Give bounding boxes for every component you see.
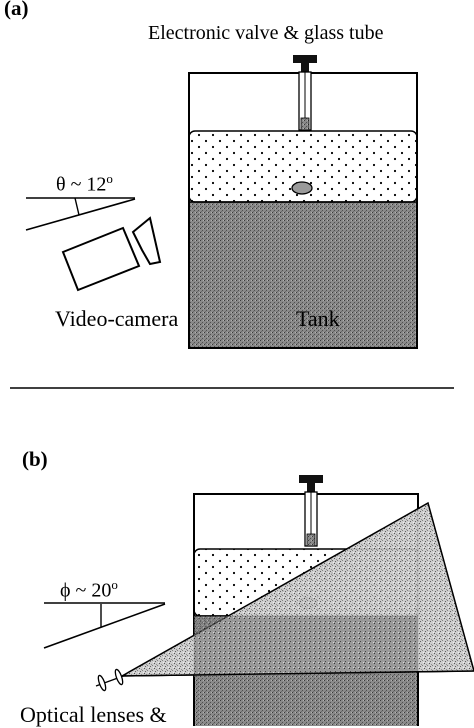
- angle-incline-b: [43, 603, 166, 649]
- tank-a: [188, 72, 418, 349]
- phi-symbol: ϕ: [60, 579, 71, 602]
- camera-label: Video-camera: [55, 306, 179, 331]
- angle-value-b: ~ 20: [70, 579, 112, 602]
- panel-a-label: (a): [4, 0, 29, 20]
- camera-lens: [131, 216, 162, 266]
- drop: [291, 181, 313, 195]
- theta-symbol: θ: [56, 173, 66, 196]
- valve-stem-b: [307, 482, 315, 492]
- light-sheet: [121, 501, 474, 677]
- tube-tip: [300, 117, 310, 131]
- tube-tip-b: [306, 533, 316, 547]
- valve-b: [299, 475, 323, 547]
- angle-value-a: ~ 12: [65, 173, 107, 196]
- valve-a: [293, 55, 317, 131]
- optical-lens-icon: [95, 668, 127, 692]
- panel-b-label: (b): [22, 447, 48, 471]
- optics-label: Optical lenses &: [20, 702, 167, 727]
- light-cone-in-liquid: [194, 616, 418, 677]
- valve-cap-b: [299, 475, 323, 483]
- degree-mark-b: o: [111, 577, 118, 592]
- lens-2: [114, 668, 124, 686]
- angle-incline: [25, 198, 136, 231]
- panel-b: [43, 475, 474, 726]
- panel-a: [25, 55, 418, 349]
- degree-mark-a: o: [106, 171, 113, 186]
- tank-label: Tank: [296, 306, 340, 331]
- angle-indicator-a: [25, 197, 136, 231]
- angle-label-a: θ ~ 12o: [56, 171, 113, 197]
- angle-label-b: ϕ ~ 20o: [60, 577, 118, 603]
- valve-cap: [293, 55, 317, 63]
- angle-tick: [74, 197, 80, 216]
- light-cone-edge: [121, 670, 474, 677]
- valve-label: Electronic valve & glass tube: [148, 22, 384, 44]
- tank-lower-layer: [189, 202, 417, 348]
- valve-stem: [301, 62, 309, 72]
- lens-1: [97, 674, 107, 692]
- angle-indicator-b: [43, 602, 166, 649]
- camera-body: [61, 226, 141, 292]
- camera-icon: [61, 216, 162, 292]
